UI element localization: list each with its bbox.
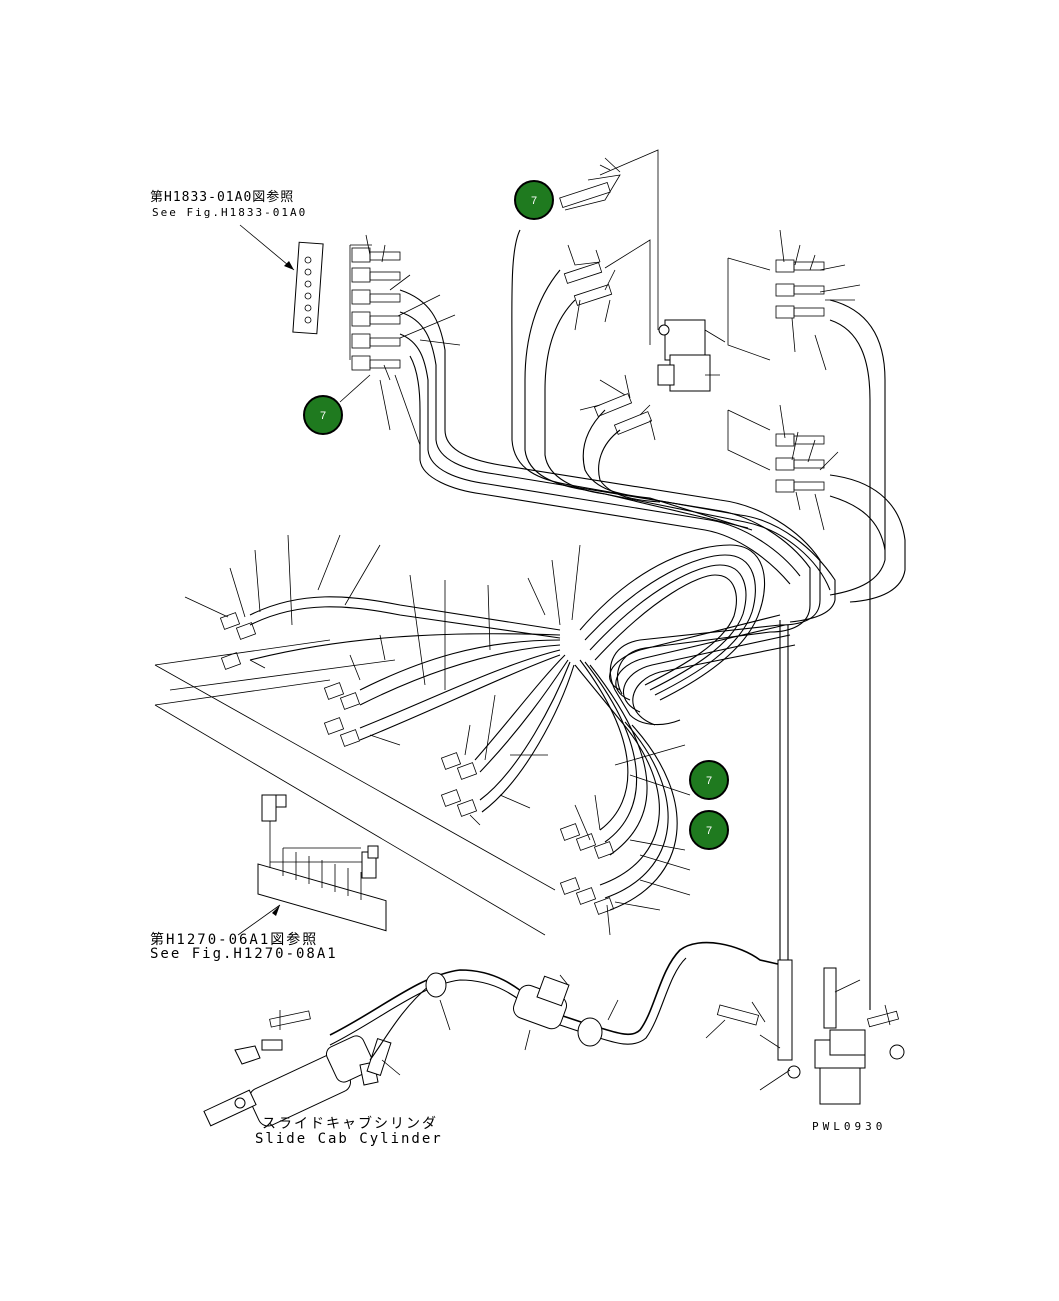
- callout-2: 7: [303, 374, 371, 435]
- lower-hose-route: [279, 941, 783, 1076]
- callout-number-1: 7: [531, 195, 537, 207]
- callout-number-4: 7: [706, 825, 712, 837]
- callout-circle-3: [689, 760, 729, 800]
- cylinder-label-en: Slide Cab Cylinder: [255, 1131, 443, 1147]
- callout-4: 7: [689, 810, 729, 850]
- right-top-fittings: [727, 229, 861, 531]
- slide-cab-cylinder: [203, 1010, 392, 1127]
- left-hose-fan: [154, 534, 691, 936]
- callout-1: 7: [514, 180, 554, 220]
- ref-label-top-jp: 第H1833-01A0図参照: [150, 190, 295, 205]
- hose-bundle: [399, 229, 906, 1010]
- callout-circle-4: [689, 810, 729, 850]
- upper-left-fittings: [349, 234, 461, 446]
- ref-label-top-en: See Fig.H1833-01A0: [152, 206, 308, 219]
- upper-left-block: [239, 224, 324, 335]
- callout-circle-2: [303, 395, 343, 435]
- ref-label-bottom-jp: 第H1270-06A1図参照: [150, 932, 319, 948]
- drawing-code: PWL0930: [812, 1120, 887, 1133]
- callout-3: 7: [689, 760, 729, 800]
- callout-number-2: 7: [320, 410, 326, 422]
- lower-right-valve: [705, 959, 905, 1105]
- top-center-fittings: [559, 149, 659, 441]
- callout-circle-1: [514, 180, 554, 220]
- lower-left-manifold: [237, 794, 387, 936]
- center-valve-block: [657, 319, 726, 392]
- cylinder-label-jp: スライドキャブシリンダ: [262, 1116, 438, 1132]
- ref-label-bottom-en: See Fig.H1270-08A1: [150, 946, 338, 962]
- callout-number-3: 7: [706, 775, 712, 787]
